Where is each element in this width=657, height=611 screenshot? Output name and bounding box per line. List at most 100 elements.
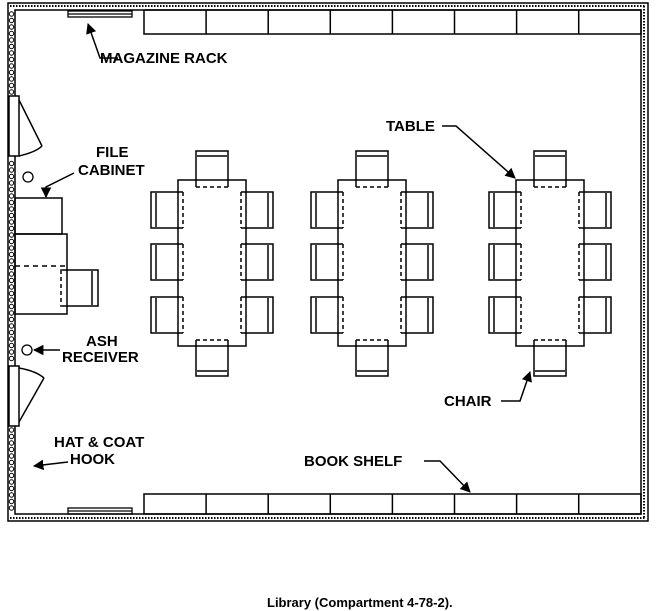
hook-icon	[8, 11, 15, 17]
chair	[355, 339, 389, 377]
chair-outline	[355, 150, 389, 187]
chair-outline	[150, 243, 183, 281]
chair-outline	[355, 340, 389, 377]
chair-outline	[195, 340, 229, 377]
chair	[400, 243, 434, 281]
chair	[195, 339, 229, 377]
hook-icon	[8, 297, 15, 303]
hook-icon	[8, 199, 15, 206]
label-table: TABLE	[386, 118, 435, 135]
table	[177, 179, 247, 347]
label-file-cabinet-2: CABINET	[78, 162, 145, 179]
table	[337, 179, 407, 347]
chair	[533, 339, 567, 377]
hook-icon	[8, 342, 15, 349]
chair	[240, 296, 274, 334]
hook-icon	[8, 63, 15, 69]
hook-icon	[8, 206, 15, 212]
door-upper	[8, 95, 43, 157]
chair-file-cabinet	[60, 269, 99, 307]
figure-caption: Library (Compartment 4-78-2).	[267, 595, 453, 610]
chair	[240, 191, 274, 229]
chair	[195, 150, 229, 188]
hook-icon	[8, 271, 15, 277]
hook-icon	[8, 323, 15, 329]
hook-icon	[8, 433, 15, 440]
hook-icon	[8, 50, 15, 56]
label-book-shelf: BOOK SHELF	[304, 453, 402, 470]
door-lower	[8, 365, 45, 427]
chair	[400, 296, 434, 334]
tables-group	[150, 150, 612, 377]
hook-icon	[8, 329, 15, 336]
chair-outline	[488, 191, 521, 229]
hook-icon	[8, 37, 15, 43]
chair-outline	[401, 296, 434, 334]
hook-icon	[8, 459, 15, 466]
label-file-cabinet-1: FILE	[96, 144, 129, 161]
hook-icon	[8, 472, 15, 479]
chair-outline	[401, 191, 434, 229]
chair	[578, 191, 612, 229]
hook-icon	[8, 238, 15, 245]
table-set	[150, 150, 274, 377]
hook-icon	[8, 219, 15, 225]
chair-outline	[310, 243, 343, 281]
hook-icon	[8, 505, 15, 511]
hook-icon	[8, 76, 15, 82]
file-cabinet	[14, 197, 68, 315]
label-ash-receiver-2: RECEIVER	[62, 349, 139, 366]
chair	[355, 150, 389, 188]
chair	[488, 191, 522, 229]
hook-icon	[8, 56, 15, 63]
hook-icon	[8, 69, 15, 76]
hook-icon	[8, 173, 15, 180]
label-ash-receiver-1: ASH	[86, 333, 118, 350]
chair	[310, 243, 344, 281]
chair-outline	[579, 191, 612, 229]
hook-icon	[8, 245, 15, 251]
hook-icon	[8, 479, 15, 485]
chair-outline	[241, 243, 274, 281]
hook-icon	[8, 310, 15, 316]
hook-icon	[8, 284, 15, 290]
hook-icon	[8, 316, 15, 323]
chair-outline	[533, 340, 567, 377]
hook-icon	[8, 349, 15, 355]
magazine-rack	[67, 10, 133, 515]
chair	[578, 243, 612, 281]
chair	[240, 243, 274, 281]
chair	[150, 191, 184, 229]
label-chair: CHAIR	[444, 393, 492, 410]
hook-icon	[8, 355, 15, 362]
chair-outline	[241, 191, 274, 229]
table	[515, 179, 585, 347]
hook-icon	[8, 492, 15, 498]
chair	[578, 296, 612, 334]
book-shelf-top	[143, 9, 642, 35]
hook-icon	[8, 17, 15, 24]
chair-outline	[488, 296, 521, 334]
hook-icon	[8, 232, 15, 238]
hat-coat-hooks	[8, 11, 15, 511]
hook-icon	[8, 24, 15, 30]
chair	[488, 243, 522, 281]
hook-icon	[8, 30, 15, 37]
chair-outline	[533, 150, 567, 187]
chair-outline	[579, 296, 612, 334]
leader-lines	[32, 23, 532, 493]
chair-outline	[150, 296, 183, 334]
chair-outline	[241, 296, 274, 334]
chair	[488, 296, 522, 334]
hook-icon	[8, 277, 15, 284]
hook-icon	[8, 180, 15, 186]
label-hat-coat-2: HOOK	[70, 451, 115, 468]
chair-outline	[310, 191, 343, 229]
hook-icon	[8, 225, 15, 232]
chair-outline	[195, 150, 229, 187]
hook-icon	[8, 258, 15, 264]
label-hat-coat-1: HAT & COAT	[54, 434, 144, 451]
hook-icon	[8, 290, 15, 297]
hook-icon	[8, 82, 15, 89]
chair	[400, 191, 434, 229]
